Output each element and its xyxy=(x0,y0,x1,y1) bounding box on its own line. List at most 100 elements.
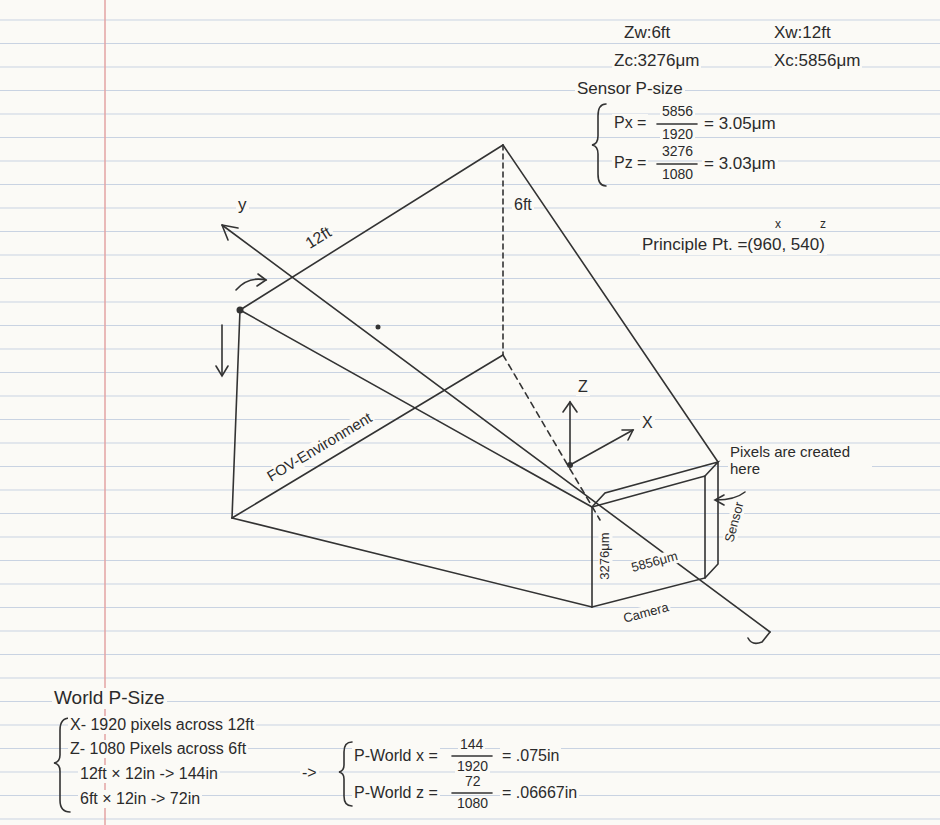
handwritten-label: = .075in xyxy=(500,747,561,765)
handwritten-label: 1920 xyxy=(660,127,695,142)
handwritten-label: 5856 xyxy=(660,104,695,119)
ruled-line xyxy=(0,184,940,185)
ruled-line xyxy=(0,678,940,679)
fraction-bar xyxy=(657,163,697,165)
handwritten-label: Pixels are created here xyxy=(728,444,872,477)
ruled-line xyxy=(0,208,940,209)
handwritten-label: FOV-Environment xyxy=(263,408,377,486)
axis-dot xyxy=(376,325,381,330)
handwritten-label: Sensor P-size xyxy=(575,80,685,99)
ruled-line xyxy=(0,90,940,91)
handwritten-label: 3276 xyxy=(660,144,695,159)
ruled-line xyxy=(0,161,940,162)
arrowhead xyxy=(563,402,577,412)
ray xyxy=(240,310,592,507)
ruled-line xyxy=(0,20,940,21)
handwritten-label: Z- 1080 Pixels across 6ft xyxy=(68,740,248,758)
ruled-line xyxy=(0,654,940,655)
handwritten-label: World P-Size xyxy=(52,688,167,709)
handwritten-label: 6ft xyxy=(512,196,534,214)
ruled-line xyxy=(0,137,940,138)
fraction-bar xyxy=(657,123,697,125)
handwritten-label: 12ft × 12in -> 144in xyxy=(78,765,220,783)
handwritten-label: Px = xyxy=(612,114,648,132)
y-axis xyxy=(222,225,770,632)
ray xyxy=(503,145,718,462)
brace xyxy=(592,104,606,186)
ruled-line xyxy=(0,560,940,561)
ruled-lines xyxy=(0,20,940,819)
handwritten-label: Zc:3276μm xyxy=(612,52,701,71)
ruled-line xyxy=(0,490,940,491)
ruled-line xyxy=(0,302,940,303)
ruled-line xyxy=(0,349,940,350)
arrowhead xyxy=(257,274,266,286)
brace xyxy=(339,742,352,806)
handwritten-label: = 3.03μm xyxy=(702,155,778,174)
handwritten-label: x xyxy=(773,218,783,231)
arrowhead xyxy=(222,225,238,240)
handwritten-label: Pz = xyxy=(612,154,648,172)
handwritten-label: Xc:5856μm xyxy=(772,52,862,71)
ruled-line xyxy=(0,114,940,115)
handwritten-label: X xyxy=(640,414,655,432)
handwritten-label: z xyxy=(818,218,828,231)
ruled-line xyxy=(0,513,940,514)
handwritten-label: 12ft xyxy=(300,222,335,253)
arrowhead xyxy=(715,495,724,505)
handwritten-label: 3276μm xyxy=(599,530,613,581)
handwritten-label: -> xyxy=(300,764,319,782)
ruled-line xyxy=(0,631,940,632)
ruled-line xyxy=(0,231,940,232)
handwritten-label: = 3.05μm xyxy=(702,115,778,134)
handwritten-label: Camera xyxy=(620,600,672,627)
ruled-line xyxy=(0,819,940,820)
axis-hook xyxy=(748,632,770,643)
arrowhead xyxy=(622,430,633,440)
handwritten-label: 1080 xyxy=(660,167,695,182)
fraction-bar xyxy=(452,755,492,757)
handwritten-label: Principle Pt. =(960, 540) xyxy=(640,236,827,255)
ruled-line xyxy=(0,372,940,373)
handwritten-label: Xw:12ft xyxy=(772,24,833,43)
arrowhead xyxy=(216,366,228,376)
bottom-edge xyxy=(232,355,503,518)
x-axis xyxy=(570,430,633,465)
left-edge xyxy=(232,310,240,518)
ruled-line xyxy=(0,607,940,608)
down-arrow xyxy=(221,325,223,375)
corner-dot xyxy=(237,307,244,314)
ruled-line xyxy=(0,584,940,585)
handwritten-label: 5856μm xyxy=(628,548,681,575)
handwritten-label: 6ft × 12in -> 72in xyxy=(78,790,202,808)
ruled-line xyxy=(0,537,940,538)
handwritten-label: = .06667in xyxy=(500,784,579,802)
camera-front xyxy=(592,476,705,607)
dots xyxy=(237,307,574,469)
handwritten-label: 1080 xyxy=(455,796,490,811)
handwritten-label: Zw:6ft xyxy=(622,24,672,43)
curved-arrow xyxy=(236,279,266,290)
ruled-line xyxy=(0,43,940,44)
handwritten-label: Z xyxy=(576,378,590,396)
handwritten-label: P-World x = xyxy=(352,747,440,765)
handwritten-label: X- 1920 pixels across 12ft xyxy=(68,716,256,734)
ruled-line xyxy=(0,396,940,397)
height-dashed xyxy=(502,145,504,355)
fraction-bar xyxy=(452,792,492,794)
handwritten-label: 72 xyxy=(463,774,483,789)
ruled-line xyxy=(0,419,940,420)
ruled-line xyxy=(0,278,940,279)
handwritten-label: 144 xyxy=(458,737,485,752)
ray xyxy=(232,518,592,607)
pointer-arrow xyxy=(716,492,745,500)
handwritten-label: 1920 xyxy=(455,759,490,774)
handwritten-label: P-World z = xyxy=(352,784,440,802)
origin-dot xyxy=(567,462,573,468)
top-edge xyxy=(240,145,503,310)
handwritten-label: y xyxy=(236,196,249,215)
z-axis xyxy=(569,402,571,465)
ruled-line xyxy=(0,325,940,326)
